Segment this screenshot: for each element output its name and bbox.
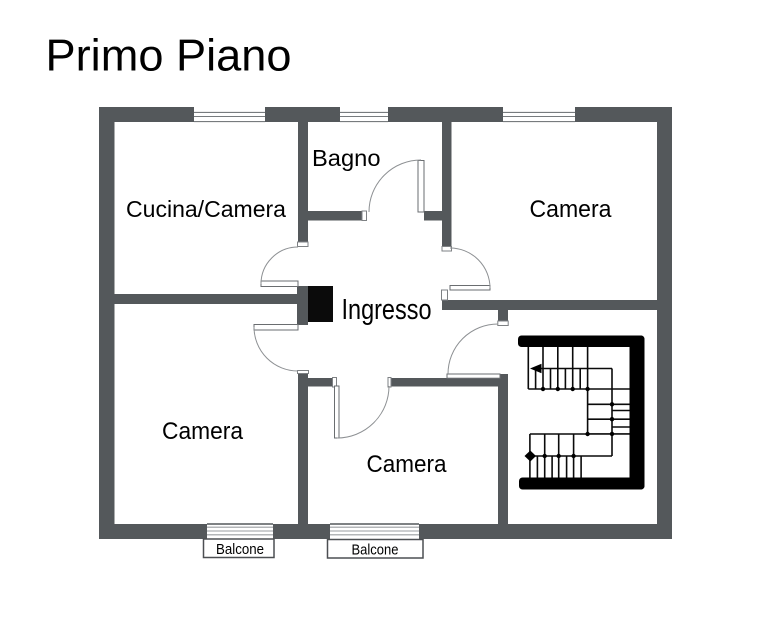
svg-text:Balcone: Balcone (352, 543, 399, 559)
svg-text:Camera: Camera (530, 196, 613, 223)
svg-text:Primo Piano: Primo Piano (46, 32, 292, 81)
svg-text:Camera: Camera (162, 418, 244, 445)
svg-text:Camera: Camera (367, 451, 448, 478)
svg-text:Cucina/Camera: Cucina/Camera (126, 196, 286, 222)
svg-text:Ingresso: Ingresso (342, 294, 432, 326)
svg-text:Bagno: Bagno (312, 145, 381, 171)
svg-text:Balcone: Balcone (216, 542, 264, 558)
